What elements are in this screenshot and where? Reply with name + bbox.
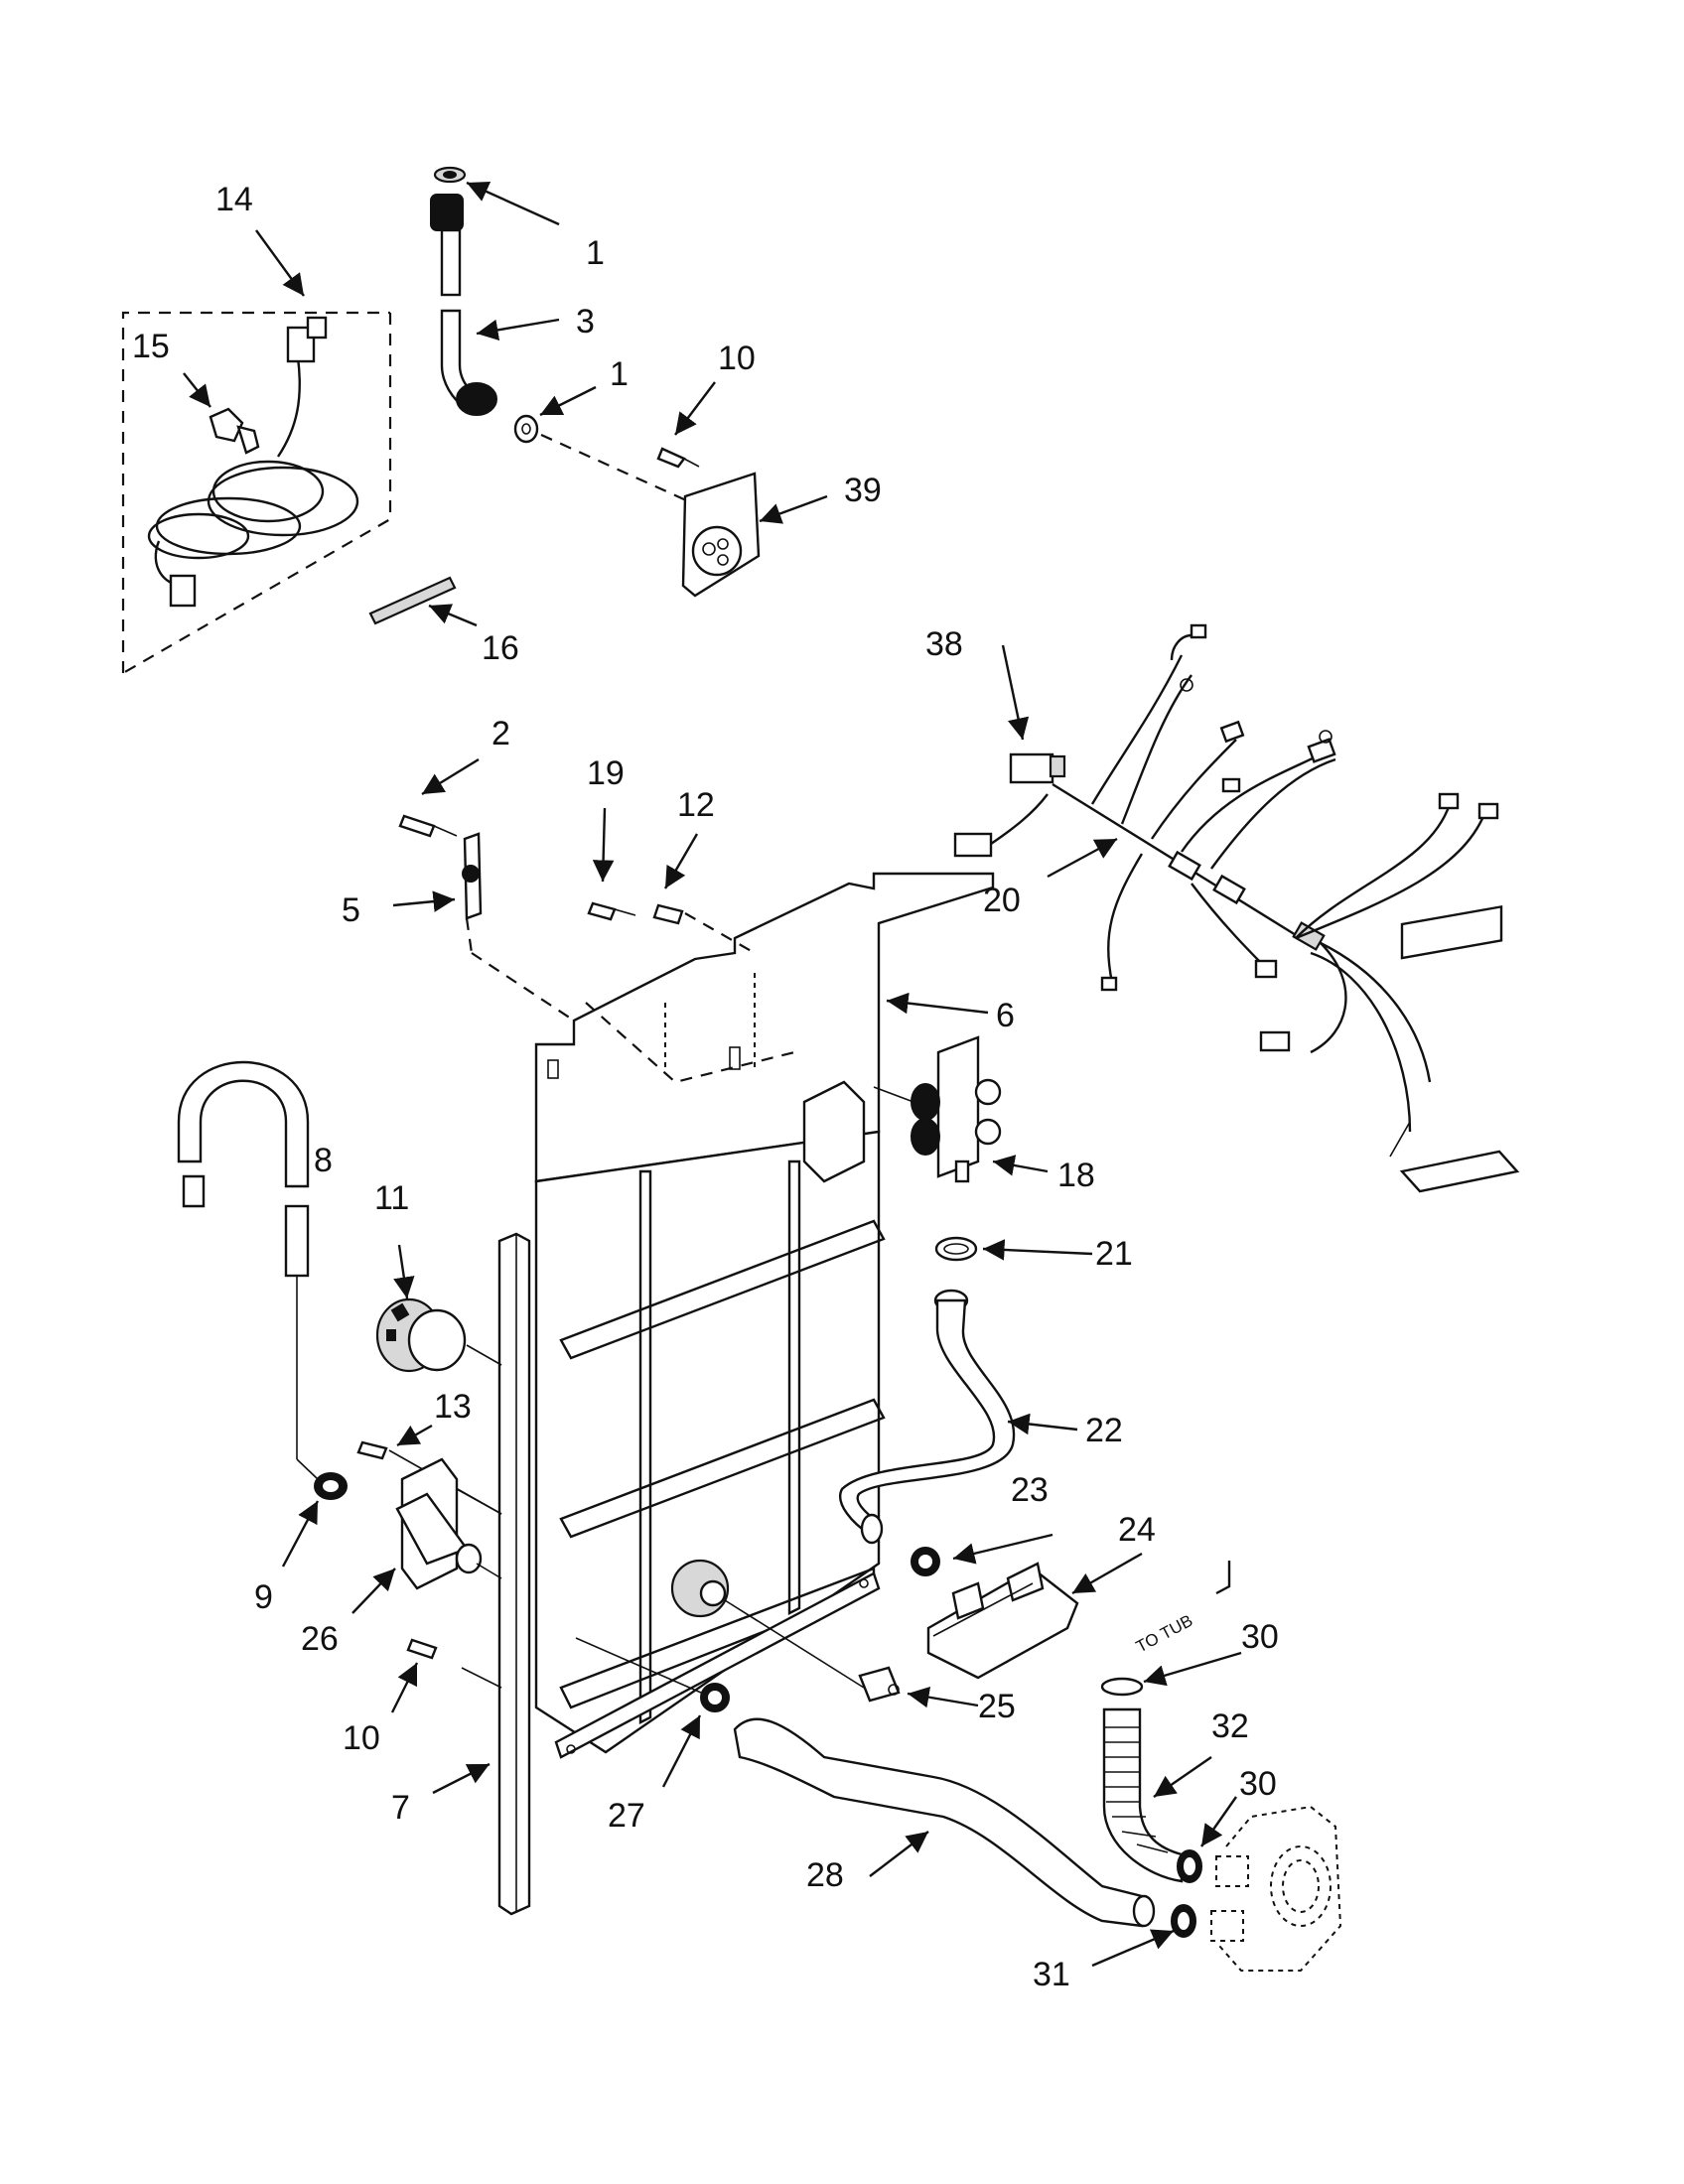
fill-hose-assembly bbox=[430, 166, 761, 598]
screw-part-10-bottom bbox=[406, 1638, 502, 1689]
part-16-strip bbox=[368, 576, 457, 625]
panel-crossbraces bbox=[559, 1160, 886, 1724]
wire-harness bbox=[953, 623, 1520, 1193]
hose-part-8 bbox=[177, 1060, 319, 1480]
power-cord-kit bbox=[121, 311, 392, 674]
clamp-part-30-top bbox=[1100, 1677, 1144, 1697]
drain-hose-part-28 bbox=[733, 1717, 1156, 1928]
clamp-part-27 bbox=[575, 1637, 730, 1712]
callout-6: 6 bbox=[996, 997, 1015, 1034]
callout-16: 16 bbox=[482, 629, 519, 667]
callout-27: 27 bbox=[608, 1797, 645, 1835]
callout-5: 5 bbox=[342, 891, 360, 929]
callout-25: 25 bbox=[978, 1688, 1016, 1725]
screw-part-2 bbox=[398, 814, 458, 838]
to-tub-label: TO TUB bbox=[1133, 1611, 1195, 1657]
callout-21: 21 bbox=[1095, 1235, 1133, 1273]
callout-1-bottom: 1 bbox=[610, 355, 629, 393]
callout-1-top: 1 bbox=[586, 234, 605, 272]
plug-end bbox=[169, 574, 197, 608]
callout-31: 31 bbox=[1033, 1956, 1070, 1993]
bracket-part-5 bbox=[462, 832, 575, 1022]
pressure-switch-part-11 bbox=[375, 1297, 502, 1373]
clamp-part-9 bbox=[314, 1472, 348, 1500]
callout-labels: 1 3 1 10 39 14 15 16 38 20 2 5 19 12 6 1… bbox=[132, 181, 1279, 1993]
callout-32: 32 bbox=[1211, 1707, 1249, 1745]
screw-part-12 bbox=[652, 903, 756, 954]
power-cord bbox=[147, 316, 359, 608]
washer-part-1-bottom bbox=[513, 414, 539, 444]
hose-nut-top bbox=[430, 194, 464, 231]
callout-22: 22 bbox=[1085, 1412, 1123, 1449]
cord-connector bbox=[286, 326, 316, 363]
screw-part-19 bbox=[587, 901, 636, 921]
callout-13: 13 bbox=[434, 1388, 472, 1426]
round-component bbox=[670, 1559, 865, 1689]
callout-26: 26 bbox=[301, 1620, 339, 1658]
callout-23: 23 bbox=[1011, 1471, 1049, 1509]
callout-39: 39 bbox=[844, 472, 882, 509]
harness-connector-left bbox=[953, 832, 993, 858]
panel-opening bbox=[802, 1080, 866, 1183]
panel-face bbox=[534, 1130, 881, 1754]
hose-segment-top bbox=[440, 228, 462, 297]
callout-11: 11 bbox=[374, 1179, 409, 1217]
corner-strip-part-7 bbox=[497, 1232, 531, 1916]
screw-part-10-top bbox=[656, 447, 700, 469]
water-valve-part-18 bbox=[873, 1035, 1002, 1183]
panel-bottom-rail bbox=[554, 1571, 881, 1759]
harness-terminal-block bbox=[1399, 1150, 1520, 1193]
callout-10-bottom: 10 bbox=[343, 1719, 380, 1757]
callout-24: 24 bbox=[1118, 1511, 1156, 1549]
rear-panel-part-6 bbox=[534, 872, 995, 1759]
callout-12: 12 bbox=[677, 786, 715, 824]
callout-38: 38 bbox=[925, 625, 963, 663]
clamp-part-23 bbox=[911, 1547, 940, 1576]
pump-part-26 bbox=[395, 1457, 502, 1590]
callout-10-top: 10 bbox=[718, 340, 756, 377]
leader-arrows bbox=[183, 181, 1242, 1968]
hose-part-32 bbox=[1102, 1707, 1184, 1883]
callout-30-top: 30 bbox=[1241, 1618, 1279, 1656]
to-tub-bracket bbox=[1215, 1561, 1231, 1595]
callout-8: 8 bbox=[314, 1142, 333, 1179]
callout-14: 14 bbox=[215, 181, 253, 218]
strain-relief bbox=[209, 407, 260, 455]
hose-nut-bottom bbox=[456, 382, 497, 416]
hose-part-22 bbox=[839, 1289, 1016, 1545]
tub-outlet-dashed bbox=[1210, 1805, 1342, 1972]
harness-connector-bottom bbox=[1259, 1030, 1291, 1052]
callout-15: 15 bbox=[132, 328, 170, 365]
part-25 bbox=[858, 1666, 901, 1703]
callout-18: 18 bbox=[1057, 1157, 1095, 1194]
callout-20: 20 bbox=[983, 882, 1021, 919]
callout-3: 3 bbox=[576, 303, 595, 341]
kit-dashed-outline bbox=[122, 313, 392, 674]
air-dome-part-24 bbox=[926, 1562, 1079, 1680]
callout-2: 2 bbox=[491, 715, 510, 752]
connector-part-38 bbox=[1009, 752, 1054, 784]
callout-7: 7 bbox=[391, 1789, 410, 1827]
callout-28: 28 bbox=[806, 1856, 844, 1894]
clamp-part-21 bbox=[934, 1236, 978, 1262]
callout-30-bottom: 30 bbox=[1239, 1765, 1277, 1803]
callout-19: 19 bbox=[587, 754, 625, 792]
tub-hose-assembly bbox=[1100, 1561, 1342, 1972]
callout-9: 9 bbox=[254, 1578, 273, 1616]
